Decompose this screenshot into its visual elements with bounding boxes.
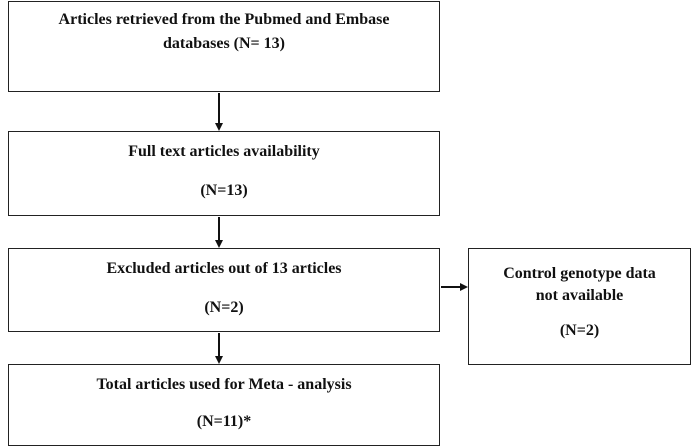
control-genotype-label-line2: not available bbox=[535, 287, 624, 304]
control-genotype-count: (N=2) bbox=[559, 322, 600, 339]
retrieved-articles-label: Articles retrieved from the Pubmed and E… bbox=[58, 11, 390, 28]
retrieved-articles-box: Articles retrieved from the Pubmed and E… bbox=[8, 1, 440, 92]
total-articles-box: Total articles used for Meta - analysis … bbox=[8, 364, 440, 446]
full-text-count: (N=13) bbox=[200, 182, 248, 199]
control-genotype-label-line1: Control genotype data bbox=[503, 265, 656, 282]
excluded-articles-label: Excluded articles out of 13 articles bbox=[106, 260, 342, 277]
full-text-label: Full text articles availability bbox=[128, 143, 320, 160]
total-articles-count: (N=11)* bbox=[196, 413, 252, 430]
excluded-articles-count: (N=2) bbox=[204, 299, 244, 316]
control-genotype-box: Control genotype data not available (N=2… bbox=[468, 248, 691, 365]
total-articles-label: Total articles used for Meta - analysis bbox=[96, 376, 352, 393]
full-text-box: Full text articles availability (N=13) bbox=[8, 131, 440, 216]
excluded-articles-box: Excluded articles out of 13 articles (N=… bbox=[8, 248, 440, 332]
retrieved-articles-count: databases (N= 13) bbox=[162, 35, 285, 52]
